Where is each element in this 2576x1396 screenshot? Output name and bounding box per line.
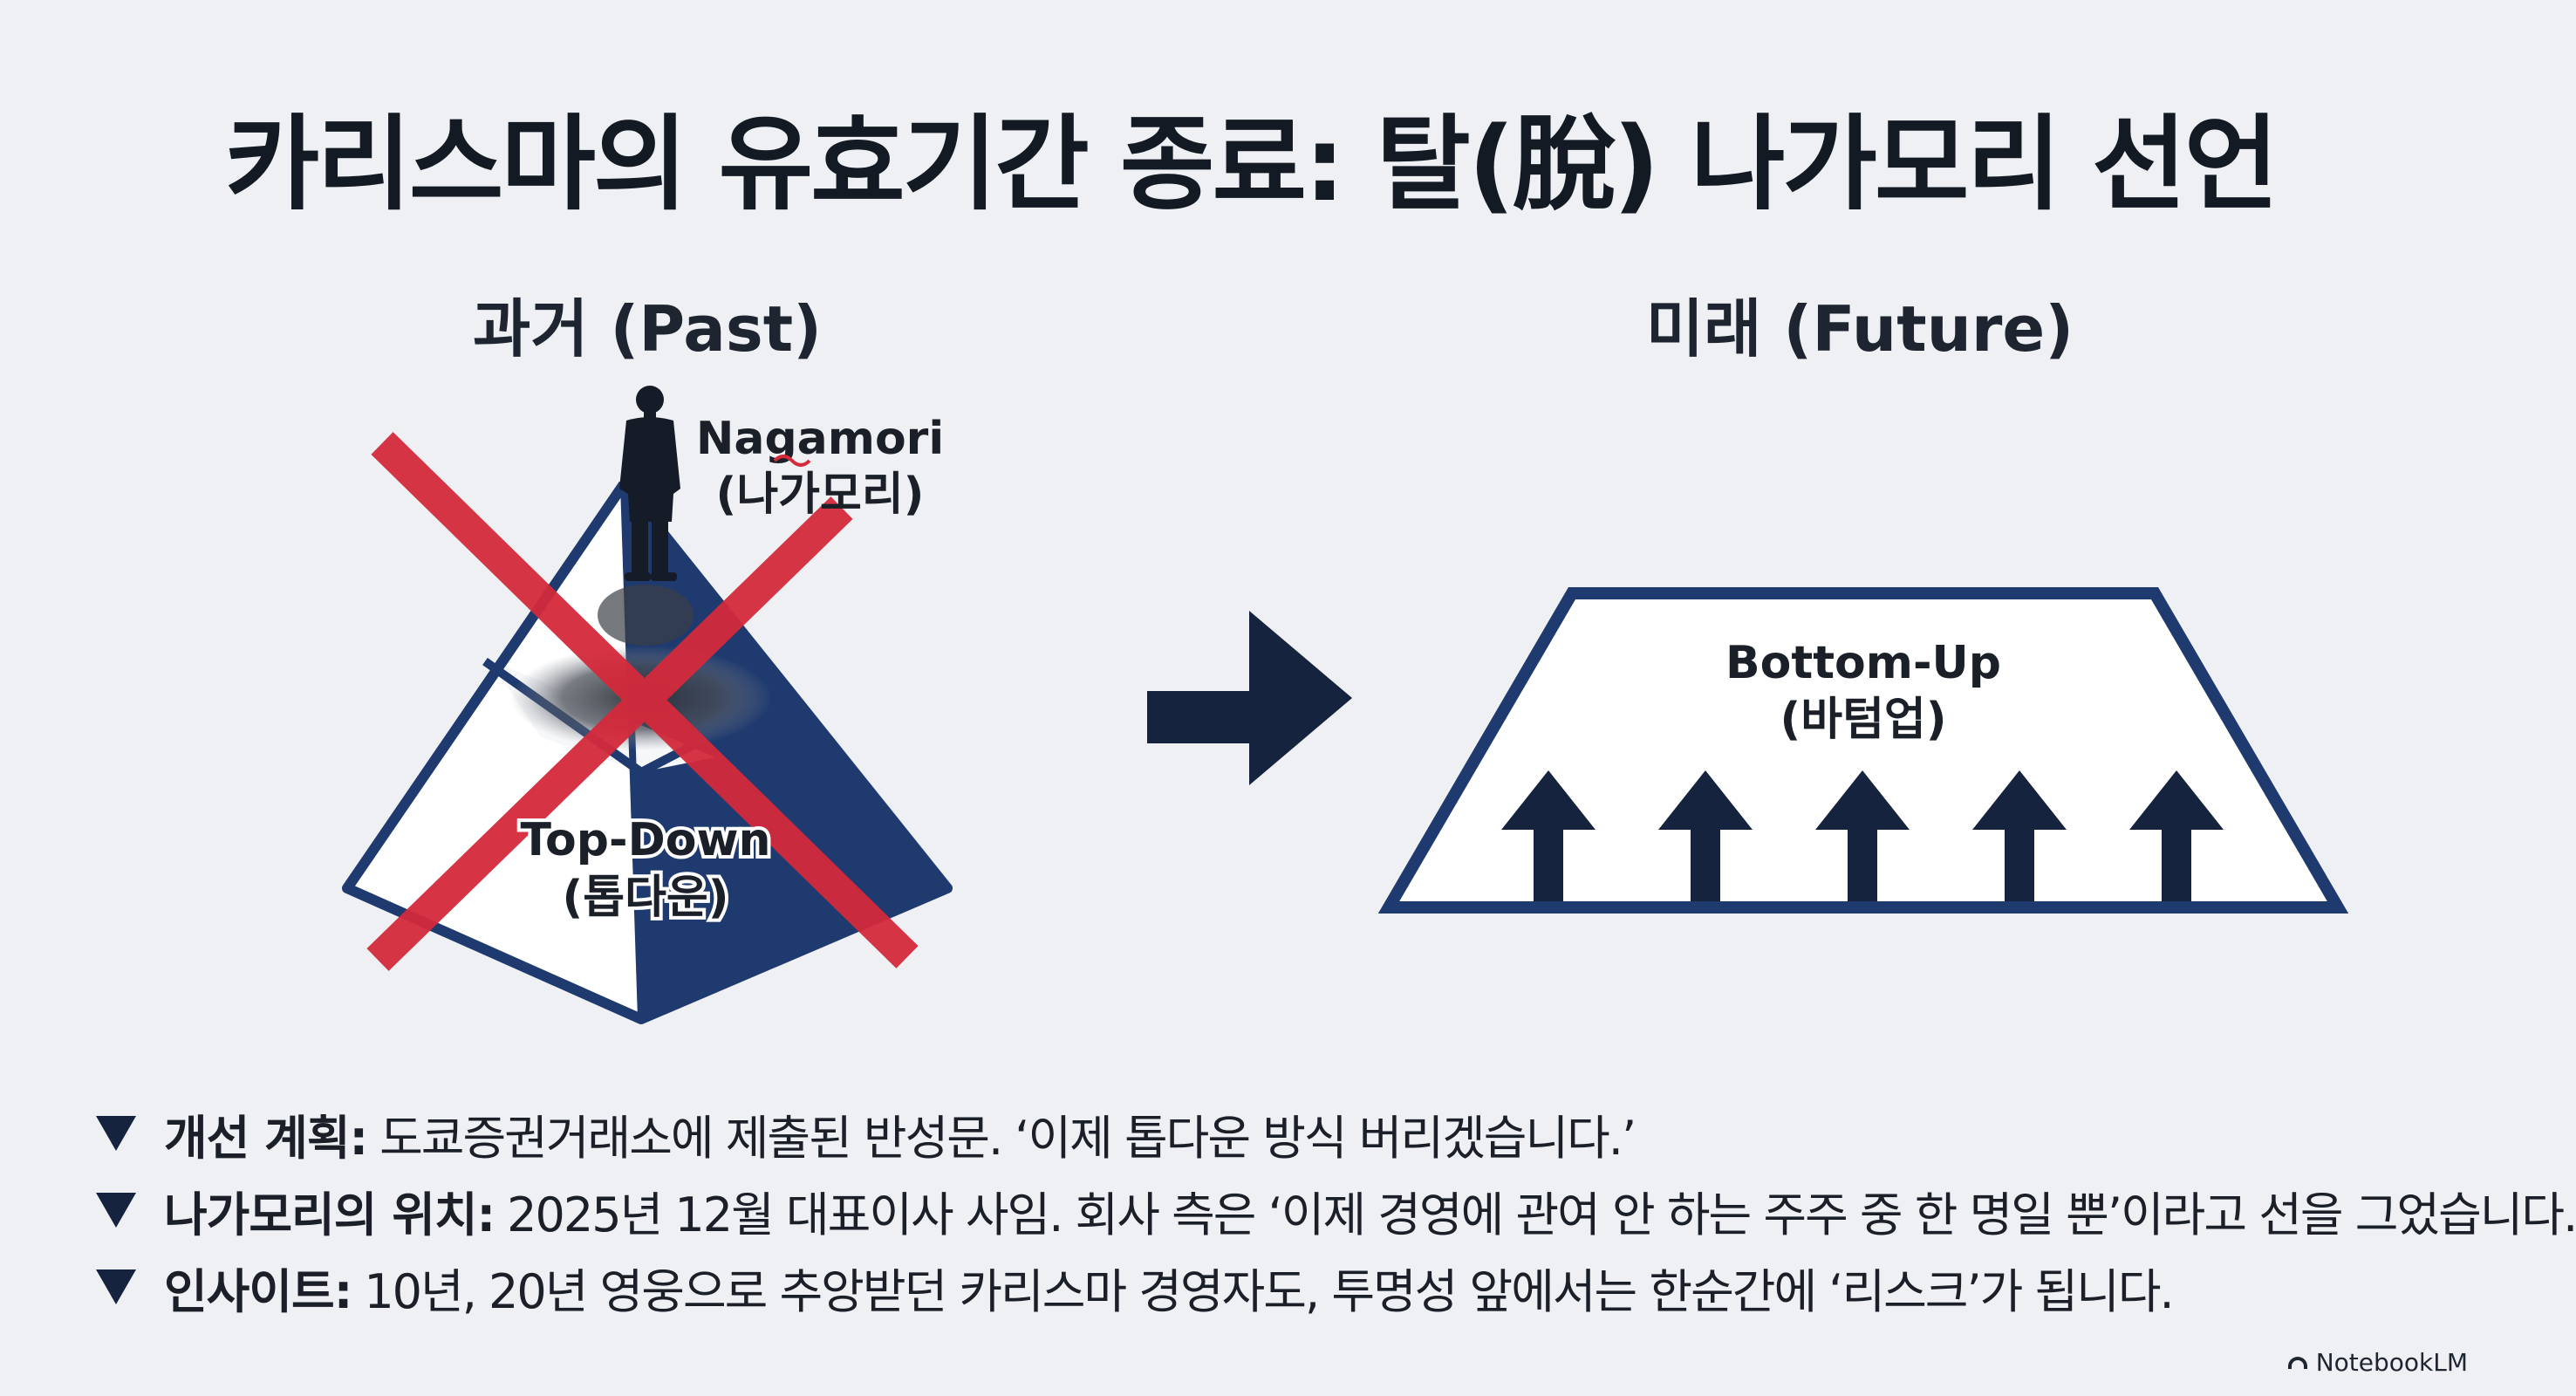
bullet-insight: 인사이트: 10년, 20년 영웅으로 추앙받던 카리스마 경영자도, 투명성 … — [96, 1255, 2469, 1319]
top-down-label-ko: (톱다운) — [562, 872, 728, 924]
trapezoid — [1377, 587, 2349, 914]
bullet-text: 도쿄증권거래소에 제출된 반성문. ‘이제 톱다운 방식 버리겠습니다.’ — [379, 1110, 1636, 1166]
bullet-text: 2025년 12월 대표이사 사임. 회사 측은 ‘이제 경영에 관여 안 하는… — [507, 1187, 2576, 1242]
bullet-nagamori-position: 나가모리의 위치: 2025년 12월 대표이사 사임. 회사 측은 ‘이제 경… — [96, 1178, 2576, 1242]
bullet-triangle-icon — [96, 1269, 136, 1304]
bullet-heading: 인사이트: — [164, 1263, 352, 1319]
bullet-list: 개선 계획: 도쿄증권거래소에 제출된 반성문. ‘이제 톱다운 방식 버리겠습… — [96, 1101, 2576, 1331]
figure-name-ko: (나가모리) — [716, 469, 925, 521]
up-arrow-icon — [1501, 770, 1595, 901]
up-arrows — [1501, 770, 2224, 901]
pyramid-right-face — [624, 484, 947, 1019]
up-arrow-icon — [1972, 770, 2067, 901]
bullet-text: 10년, 20년 영웅으로 추앙받던 카리스마 경영자도, 투명성 앞에서는 한… — [364, 1263, 2174, 1319]
brand-name: NotebookLM — [2315, 1348, 2468, 1377]
bottom-up-label: Bottom-Up — [1725, 637, 2001, 689]
notebooklm-logo-icon — [2287, 1356, 2307, 1369]
person-icon — [619, 386, 680, 581]
diagram: Nagamori (나가모리) Top-Down (톱다운) Bottom-Up… — [342, 386, 2349, 1024]
bullet-heading: 개선 계획: — [164, 1110, 368, 1166]
notebooklm-watermark: NotebookLM — [2287, 1348, 2468, 1377]
transition-arrow-icon — [1147, 611, 1352, 785]
bottom-up-label-ko: (바텀업) — [1780, 694, 1946, 746]
cross-out-icon — [366, 432, 919, 971]
spellcheck-underline — [773, 455, 811, 467]
past-label: 과거 (Past) — [472, 292, 823, 366]
figure-name: Nagamori — [696, 413, 944, 465]
page-title: 카리스마의 유효기간 종료: 탈(脫) 나가모리 선언 — [224, 104, 2279, 224]
up-arrow-icon — [1658, 770, 1753, 901]
bullet-heading: 나가모리의 위치: — [164, 1187, 495, 1242]
up-arrow-icon — [2129, 770, 2224, 901]
bullet-improvement-plan: 개선 계획: 도쿄증권거래소에 제출된 반성문. ‘이제 톱다운 방식 버리겠습… — [96, 1101, 2469, 1166]
top-down-label: Top-Down — [520, 814, 770, 866]
bullet-triangle-icon — [96, 1116, 136, 1151]
up-arrow-icon — [1815, 770, 1910, 901]
bullet-triangle-icon — [96, 1193, 136, 1228]
future-label: 미래 (Future) — [1645, 292, 2074, 366]
